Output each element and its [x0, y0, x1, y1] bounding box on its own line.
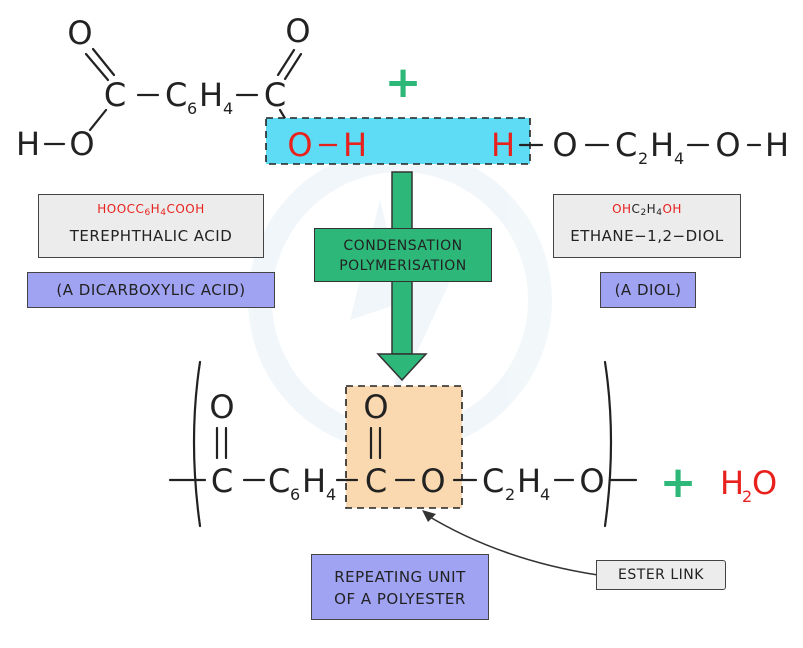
terephthalic-acid-structure: O C C 6 H 4 C O H O — [16, 12, 311, 163]
double-bond-left-b — [91, 47, 116, 77]
atom-poly-h-eth-sub: 4 — [540, 485, 550, 504]
atom-ester-o: O — [420, 462, 445, 500]
ester-link-structure: O C O — [335, 388, 446, 500]
atom-diol-h-left: H — [491, 126, 515, 164]
atom-ring-h: H — [199, 76, 223, 114]
acid-class-label: (A DICARBOXYLIC ACID) — [27, 272, 275, 308]
ester-link-pointer-line — [424, 513, 599, 576]
atom-c-right: C — [264, 76, 286, 114]
atom-ring-h-sub: 4 — [223, 99, 233, 118]
water-h-sub: 2 — [742, 487, 752, 506]
atom-ring-c-sub: 6 — [187, 99, 197, 118]
atom-diol-c: C — [615, 126, 637, 164]
bracket-right — [603, 360, 613, 528]
atom-diol-c-sub: 2 — [638, 149, 648, 168]
atom-ester-c: C — [365, 462, 387, 500]
double-bond-left-a — [84, 52, 110, 82]
atom-poly-ring-h: H — [302, 462, 326, 500]
polymer-diol-part: C 2 H 4 O — [452, 462, 638, 504]
acid-name: TEREPHTHALIC ACID — [69, 227, 233, 245]
atom-oh-h: H — [343, 126, 367, 164]
atom-o-top-left: O — [67, 14, 92, 52]
bracket-left — [192, 360, 202, 528]
atom-o-top-right: O — [285, 12, 310, 50]
atom-oh-o: O — [287, 126, 312, 164]
atom-ester-o-double: O — [363, 388, 388, 426]
atom-diol-o1: O — [552, 126, 577, 164]
diol-formula: OHC2H4OH — [612, 202, 682, 218]
acid-label-box: HOOCC6H4COOH TEREPHTHALIC ACID — [38, 194, 264, 258]
process-line1: CONDENSATION — [343, 238, 463, 254]
atom-diol-h-right: H — [765, 126, 789, 164]
ester-link-highlight-box — [345, 385, 463, 509]
acid-formula: HOOCC6H4COOH — [97, 202, 205, 218]
atom-poly-h-eth: H — [517, 462, 541, 500]
double-bond-right-b — [283, 52, 303, 81]
bond-c-o-left — [88, 108, 108, 132]
atom-ring-c: C — [165, 76, 187, 114]
atom-poly-o-end: O — [579, 462, 604, 500]
diol-label-box: OHC2H4OH ETHANE−1,2−DIOL — [553, 194, 741, 258]
process-line2: POLYMERISATION — [339, 258, 467, 274]
ethanediol-structure: H O C 2 H 4 O H — [491, 126, 789, 168]
atom-poly-c-eth-sub: 2 — [505, 485, 515, 504]
diol-class-label: (A DIOL) — [600, 272, 696, 308]
atom-diol-o2: O — [715, 126, 740, 164]
water-h: H — [720, 464, 744, 502]
repeating-unit-line2: OF A POLYESTER — [334, 590, 466, 608]
atom-poly-ring-c: C — [268, 462, 290, 500]
ester-link-tag: ESTER LINK — [596, 560, 726, 590]
atom-diol-h-sub: 4 — [674, 149, 684, 168]
polymer-structure: O C C 6 H 4 — [168, 360, 613, 528]
process-label: CONDENSATION POLYMERISATION — [314, 228, 492, 282]
atom-o-left: O — [69, 125, 94, 163]
atom-poly-ring-c-sub: 6 — [290, 485, 300, 504]
atom-poly-o1: O — [209, 388, 234, 426]
atom-c-left: C — [104, 76, 126, 114]
atom-poly-ring-h-sub: 4 — [326, 485, 336, 504]
atom-diol-h: H — [650, 126, 674, 164]
double-bond-right-a — [276, 48, 296, 77]
water-o: O — [752, 464, 777, 502]
ester-link-pointer-head — [422, 510, 436, 522]
repeating-unit-line1: REPEATING UNIT — [334, 568, 466, 586]
atom-poly-c-eth: C — [482, 462, 504, 500]
repeating-unit-label: REPEATING UNIT OF A POLYESTER — [311, 554, 489, 620]
elimination-highlight-box — [265, 117, 531, 165]
plus-sign-products: + — [660, 457, 697, 508]
atom-h-left: H — [16, 125, 40, 163]
atom-poly-c1: C — [211, 462, 233, 500]
plus-sign-reactants: + — [385, 57, 422, 108]
diol-name: ETHANE−1,2−DIOL — [570, 227, 724, 245]
